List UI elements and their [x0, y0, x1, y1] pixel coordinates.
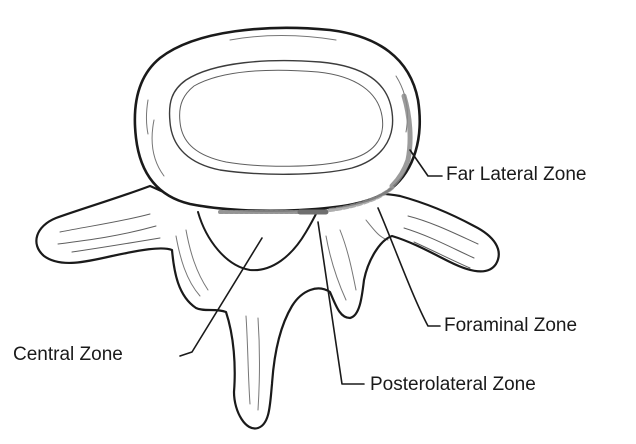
far-lateral-zone-label: Far Lateral Zone: [446, 165, 586, 184]
vertebral-body-outline: [135, 28, 420, 211]
central-zone-label: Central Zone: [13, 345, 123, 364]
posterolateral-zone-label: Posterolateral Zone: [370, 375, 536, 394]
foraminal-zone-label: Foraminal Zone: [444, 316, 577, 335]
